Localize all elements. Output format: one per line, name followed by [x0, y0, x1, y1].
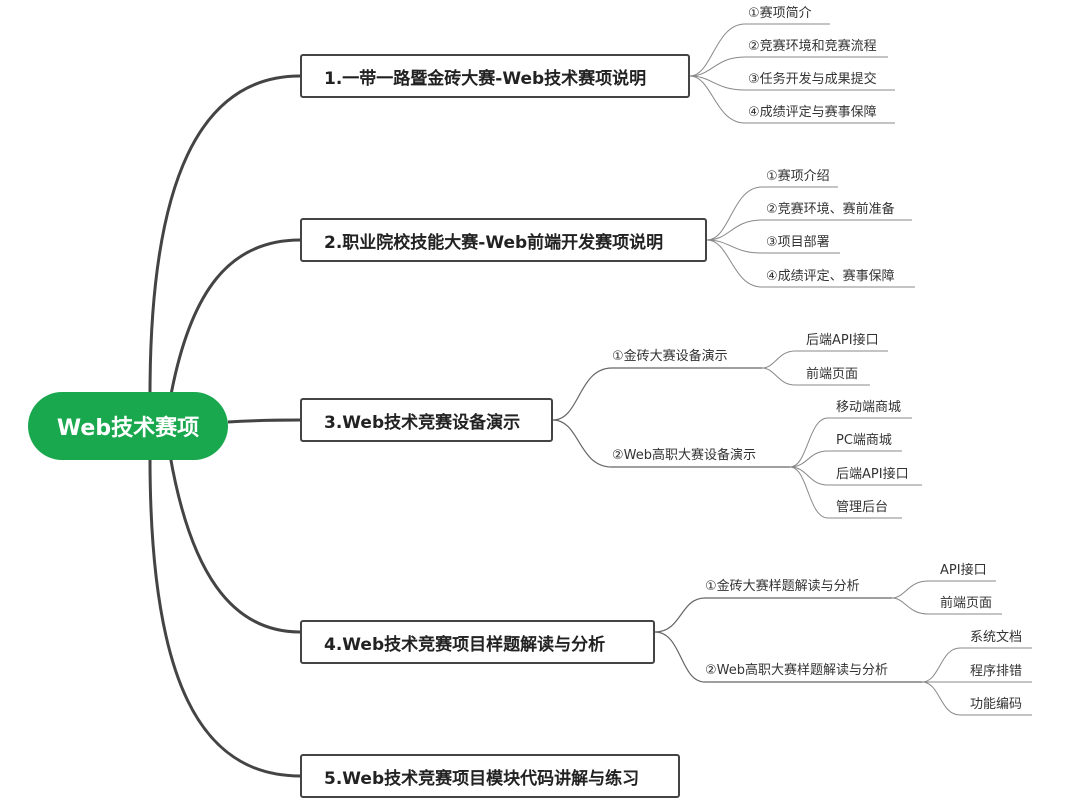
connector-b3-sub — [552, 367, 762, 421]
connector-b1-leaf — [689, 23, 830, 77]
connector-b3-leaf — [761, 367, 870, 386]
branch-2-leaf[interactable]: ③项目部署 — [766, 235, 830, 250]
branch-2-leaf[interactable]: ④成绩评定、赛事保障 — [766, 269, 895, 284]
branch-3-sub-2[interactable]: ②Web高职大赛设备演示 — [612, 448, 756, 463]
branch-4-sub-1-leaf[interactable]: 前端页面 — [940, 596, 993, 611]
branch-4-sub-2-leaf[interactable]: 系统文档 — [970, 630, 1023, 645]
connector-b1-leaf — [689, 75, 895, 91]
root-node[interactable]: Web技术赛项 — [28, 392, 228, 460]
branch-1-leaf[interactable]: ③任务开发与成果提交 — [748, 72, 877, 87]
branch-4-sub-1-leaf[interactable]: API接口 — [940, 563, 987, 578]
connector-b4-leaf — [921, 647, 1032, 683]
connector-b4-leaf — [921, 681, 1032, 716]
connector-b2-leaf — [706, 239, 840, 254]
connector-root-b1 — [148, 74, 301, 396]
branch-3-sub-2-leaf[interactable]: PC端商城 — [836, 433, 892, 448]
connector-b4-leaf — [891, 597, 1002, 615]
branch-1-box[interactable]: 1.一带一路暨金砖大赛-Web技术赛项说明 — [300, 54, 690, 98]
branch-4-sub-2-leaf[interactable]: 程序排错 — [970, 664, 1023, 679]
branch-3-sub-1-leaf[interactable]: 后端API接口 — [806, 333, 879, 348]
branch-3-sub-2-leaf[interactable]: 管理后台 — [836, 500, 889, 515]
connector-b3-leaf — [789, 417, 912, 468]
branch-5-box[interactable]: 5.Web技术竞赛项目模块代码讲解与练习 — [300, 754, 680, 798]
branch-1-leaf[interactable]: ②竞赛环境和竞赛流程 — [748, 39, 877, 54]
branch-4-sub-1[interactable]: ①金砖大赛样题解读与分析 — [705, 579, 860, 594]
connector-b2-leaf — [706, 239, 915, 288]
connector-b3-leaf — [789, 466, 922, 486]
branch-1-leaf[interactable]: ④成绩评定与赛事保障 — [748, 105, 877, 120]
connector-b2-leaf — [706, 186, 838, 241]
branch-3-sub-1-leaf[interactable]: 前端页面 — [806, 367, 859, 382]
connector-b4-sub — [654, 631, 922, 683]
branch-4-sub-2[interactable]: ②Web高职大赛样题解读与分析 — [705, 663, 888, 678]
connector-root-b2 — [168, 238, 301, 401]
connector-b4-sub — [654, 597, 892, 633]
branch-4-sub-2-leaf[interactable]: 功能编码 — [970, 697, 1023, 712]
branch-3-sub-1[interactable]: ①金砖大赛设备演示 — [612, 349, 728, 364]
branch-2-box[interactable]: 2.职业院校技能大赛-Web前端开发赛项说明 — [300, 218, 707, 262]
branch-2-leaf[interactable]: ②竞赛环境、赛前准备 — [766, 202, 895, 217]
branch-3-box[interactable]: 3.Web技术竞赛设备演示 — [300, 398, 553, 442]
connector-b1-leaf — [689, 56, 888, 77]
connector-b3-leaf — [761, 350, 888, 369]
connector-b3-leaf — [789, 450, 902, 468]
connector-b2-leaf — [706, 219, 912, 241]
connector-root-b5 — [148, 457, 301, 778]
connector-b3-sub — [552, 419, 790, 468]
connector-root-b3 — [227, 418, 301, 424]
branch-3-sub-2-leaf[interactable]: 移动端商城 — [836, 400, 902, 415]
branch-1-leaf[interactable]: ①赛项简介 — [748, 6, 812, 21]
connector-root-b4 — [168, 454, 301, 634]
branch-3-sub-2-leaf[interactable]: 后端API接口 — [836, 467, 909, 482]
branch-4-box[interactable]: 4.Web技术竞赛项目样题解读与分析 — [300, 620, 655, 664]
connector-b4-leaf — [891, 580, 996, 599]
connector-b1-leaf — [689, 75, 895, 124]
connector-b3-leaf — [789, 466, 902, 519]
branch-2-leaf[interactable]: ①赛项介绍 — [766, 169, 830, 184]
